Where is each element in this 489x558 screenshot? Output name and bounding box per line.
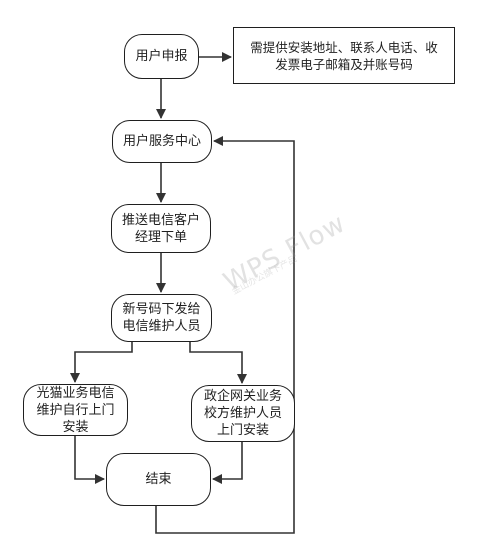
node-info-requirement: 需提供安装地址、联系人电话、收发票电子邮箱及并账号码 [233, 27, 455, 84]
arrow-self-install-to-end [74, 436, 105, 484]
node-dispatch: 新号码下发给电信维护人员 [111, 294, 212, 342]
arrow-gov-install-to-end [212, 442, 243, 484]
node-end: 结束 [106, 453, 211, 506]
arrow-dispatch-to-gov-install [189, 342, 247, 384]
node-push-manager: 推送电信客户经理下单 [111, 204, 211, 253]
node-user-report: 用户申报 [124, 34, 199, 79]
node-self-install: 光猫业务电信维护自行上门安装 [23, 384, 128, 436]
arrow-end-loop-to-service [155, 136, 295, 534]
node-service-center: 用户服务中心 [112, 120, 212, 163]
arrow-dispatch-to-self-install [70, 342, 133, 383]
node-gov-install: 政企网关业务校方维护人员上门安装 [191, 385, 295, 442]
